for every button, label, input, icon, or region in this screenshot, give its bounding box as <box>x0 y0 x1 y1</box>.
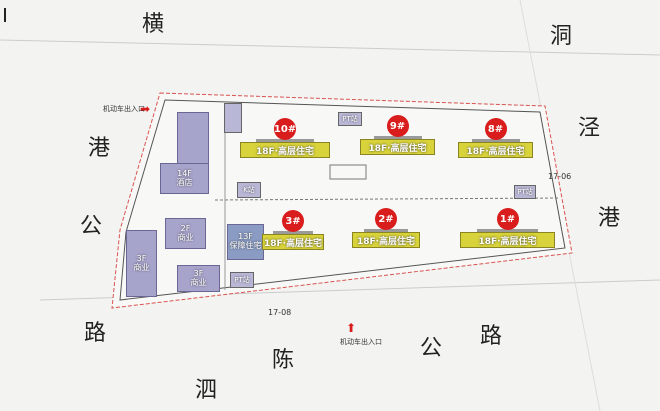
arrow-up-icon: ⬆ <box>346 321 357 335</box>
k-station: K站 <box>237 182 261 198</box>
road-char: 陈 <box>272 348 295 373</box>
road-char: 洞 <box>550 24 573 49</box>
building-number-badge: 3# <box>282 210 304 232</box>
pt-station: PT站 <box>338 112 362 126</box>
road-char: 路 <box>84 321 107 346</box>
parcel-code: 17-06 <box>548 172 572 181</box>
utility-building <box>224 103 242 133</box>
parcel-code: 17-08 <box>268 308 292 317</box>
road-char: 港 <box>598 206 621 231</box>
road-char: 公 <box>80 214 103 239</box>
entrance-label: 机动车出入口 <box>340 338 382 346</box>
pt-station: PT站 <box>514 185 536 199</box>
building-number-badge: 9# <box>386 115 409 137</box>
pt-station: PT站 <box>230 272 254 288</box>
building-number-badge: 1# <box>496 208 519 230</box>
road-char: 港 <box>88 136 111 161</box>
road-char: 路 <box>480 324 503 349</box>
arrow-right-icon: ➡ <box>140 102 151 116</box>
road-char: 泾 <box>578 116 601 141</box>
road-char: 横 <box>142 12 165 37</box>
entrance-label: 机动车出入口 <box>103 105 145 113</box>
road-char: 泗 <box>195 378 218 403</box>
building-number-badge: 2# <box>375 208 397 230</box>
building-number-badge: 8# <box>484 118 507 140</box>
ramp <box>329 164 367 180</box>
building-number-badge: 10# <box>274 118 296 140</box>
road-char: 公 <box>420 336 443 361</box>
